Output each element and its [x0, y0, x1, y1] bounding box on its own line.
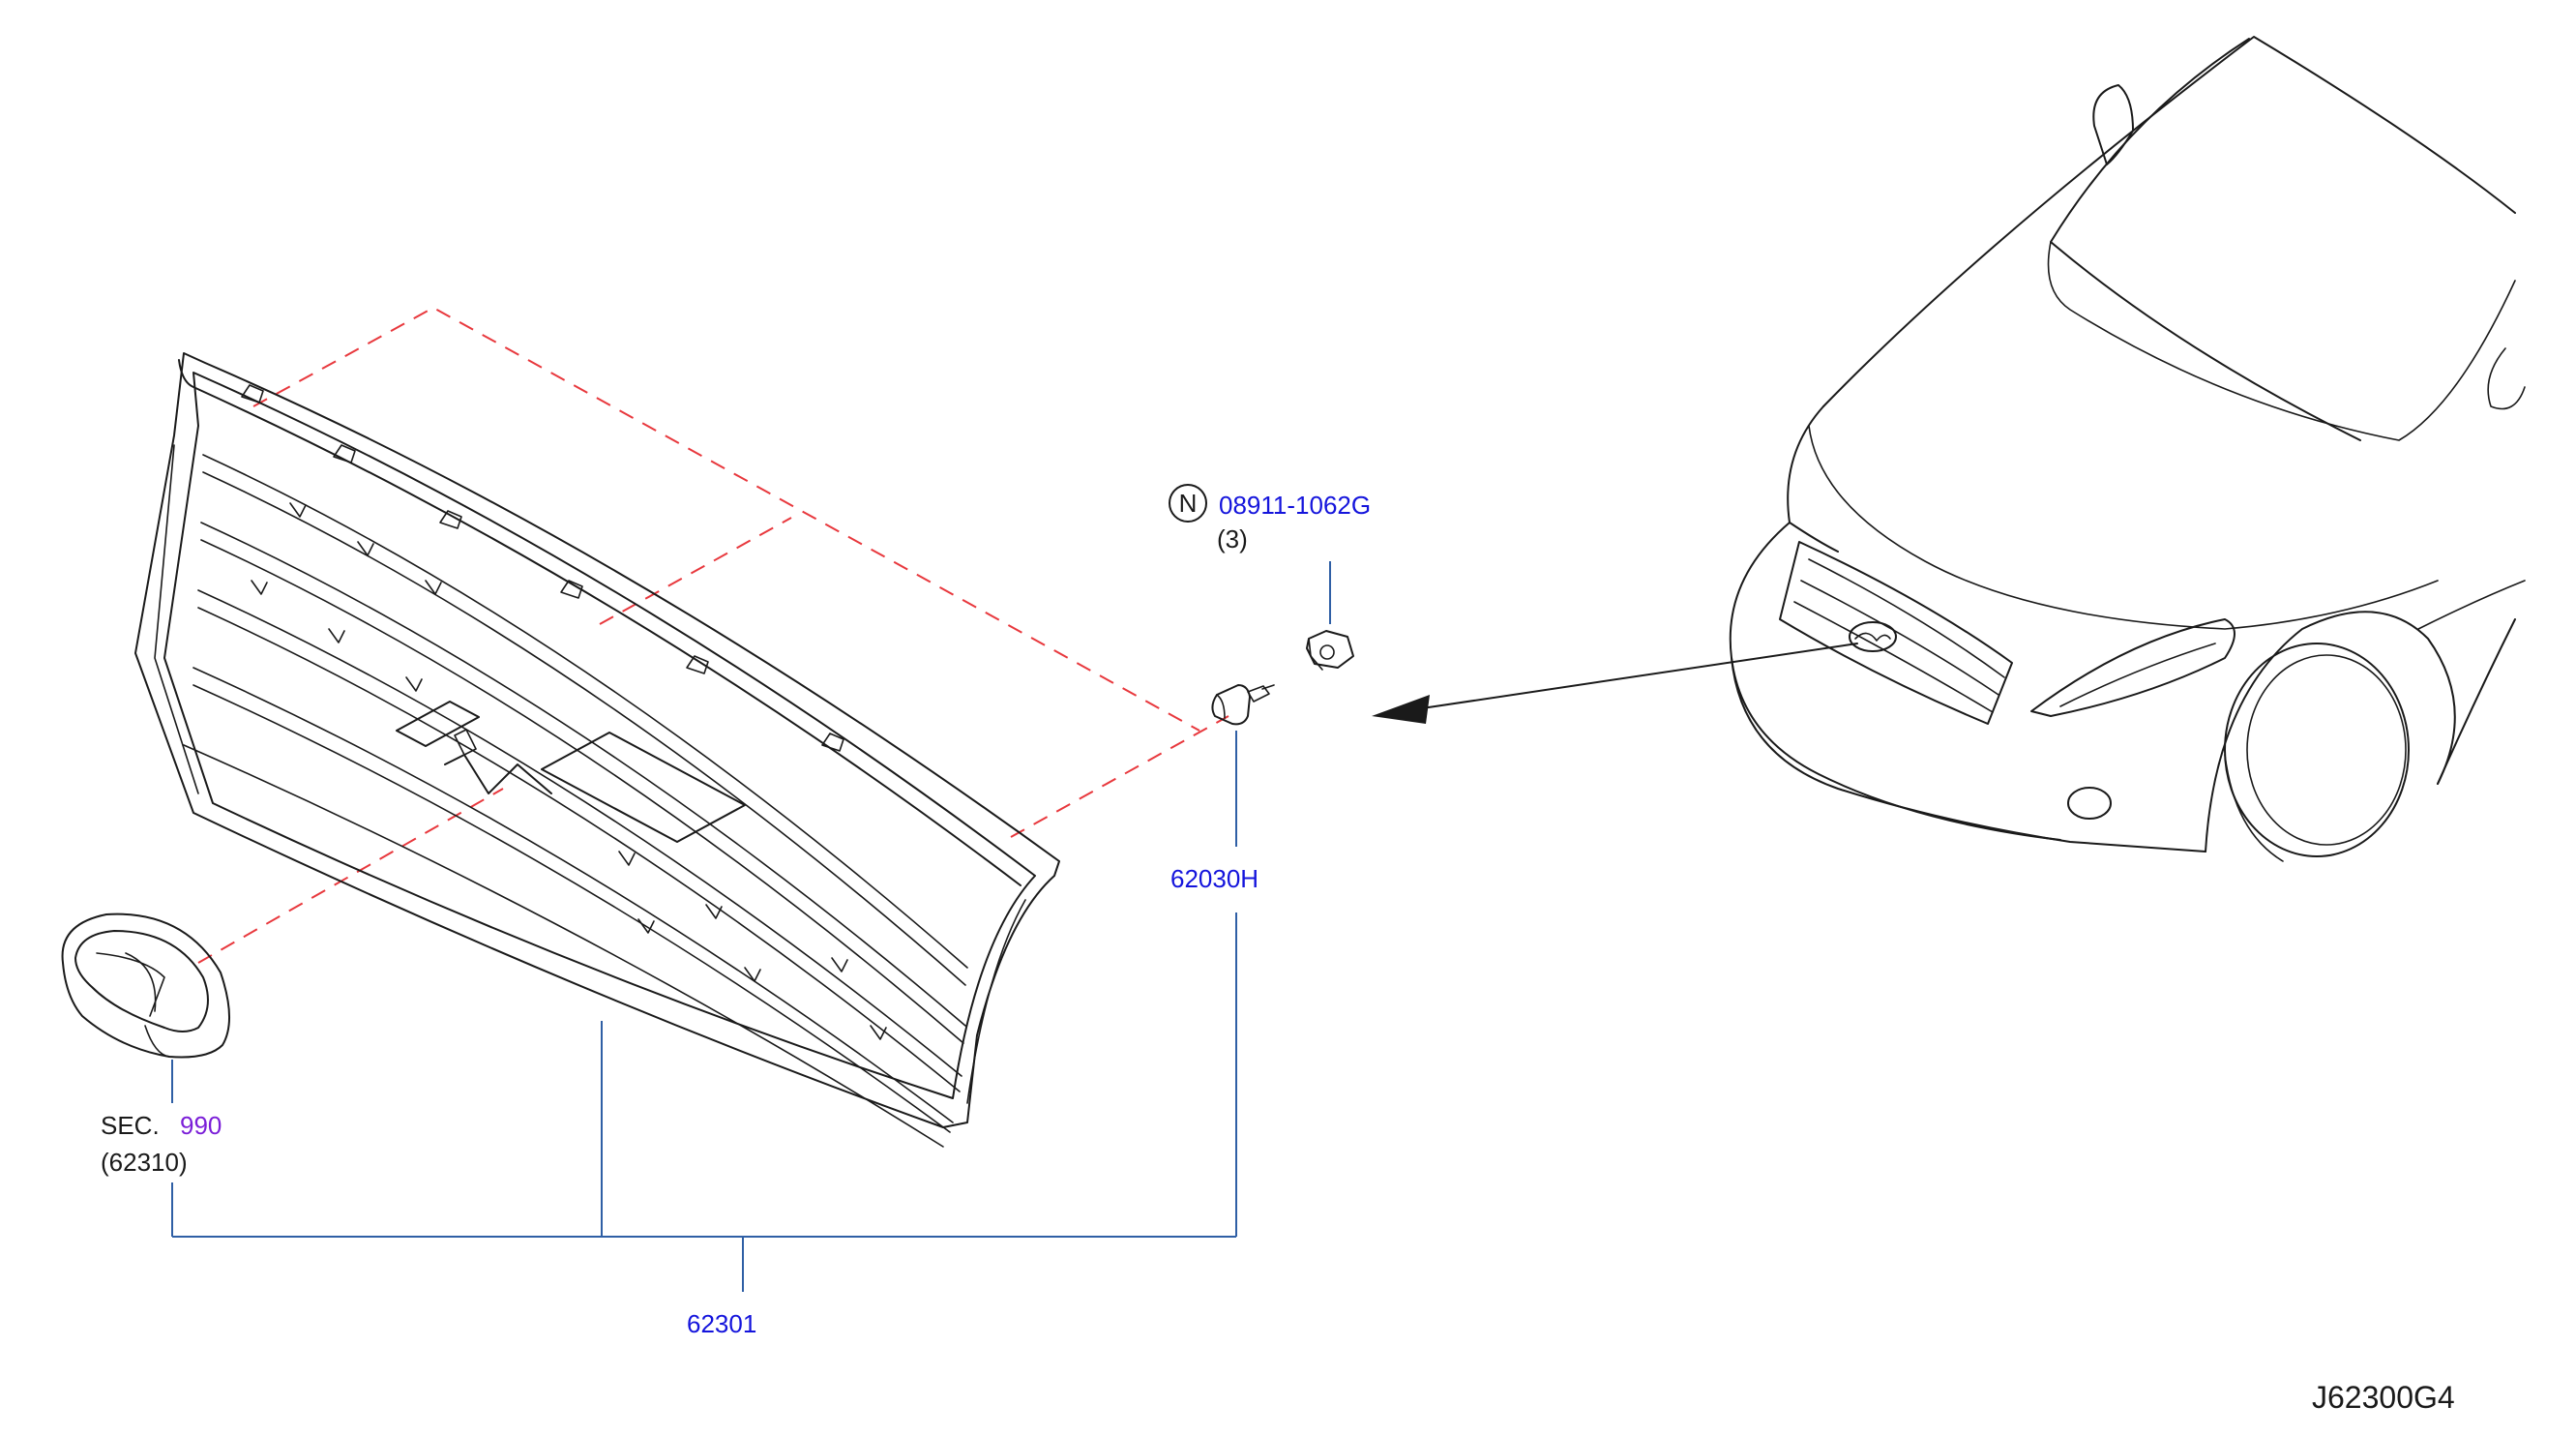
grille-part-number-link[interactable]: 62301 — [687, 1309, 756, 1338]
diagram-code: J62300G4 — [2312, 1380, 2455, 1415]
nut-callout: N 08911-1062G (3) — [1169, 484, 1371, 553]
infiniti-emblem-illustration[interactable] — [61, 912, 231, 1059]
front-grille-illustration[interactable] — [134, 352, 1060, 1148]
section-number-link[interactable]: 990 — [180, 1111, 222, 1140]
clip-illustration[interactable] — [1211, 684, 1275, 726]
location-arrow — [1372, 643, 1858, 724]
nut-part-number-link[interactable]: 08911-1062G — [1219, 491, 1371, 520]
clip-part-number-link[interactable]: 62030H — [1170, 864, 1258, 893]
alignment-guides — [197, 306, 1229, 964]
n-marker: N — [1179, 489, 1198, 518]
emblem-callout: SEC. 990 (62310) — [101, 1111, 222, 1177]
section-prefix: SEC. — [101, 1111, 160, 1140]
leader-lines — [171, 561, 1331, 1292]
n-marker-circle — [1169, 484, 1207, 523]
emblem-reference: (62310) — [101, 1148, 188, 1177]
nut-illustration[interactable] — [1306, 630, 1354, 671]
nut-quantity: (3) — [1217, 524, 1248, 553]
vehicle-front-illustration — [1729, 36, 2526, 862]
